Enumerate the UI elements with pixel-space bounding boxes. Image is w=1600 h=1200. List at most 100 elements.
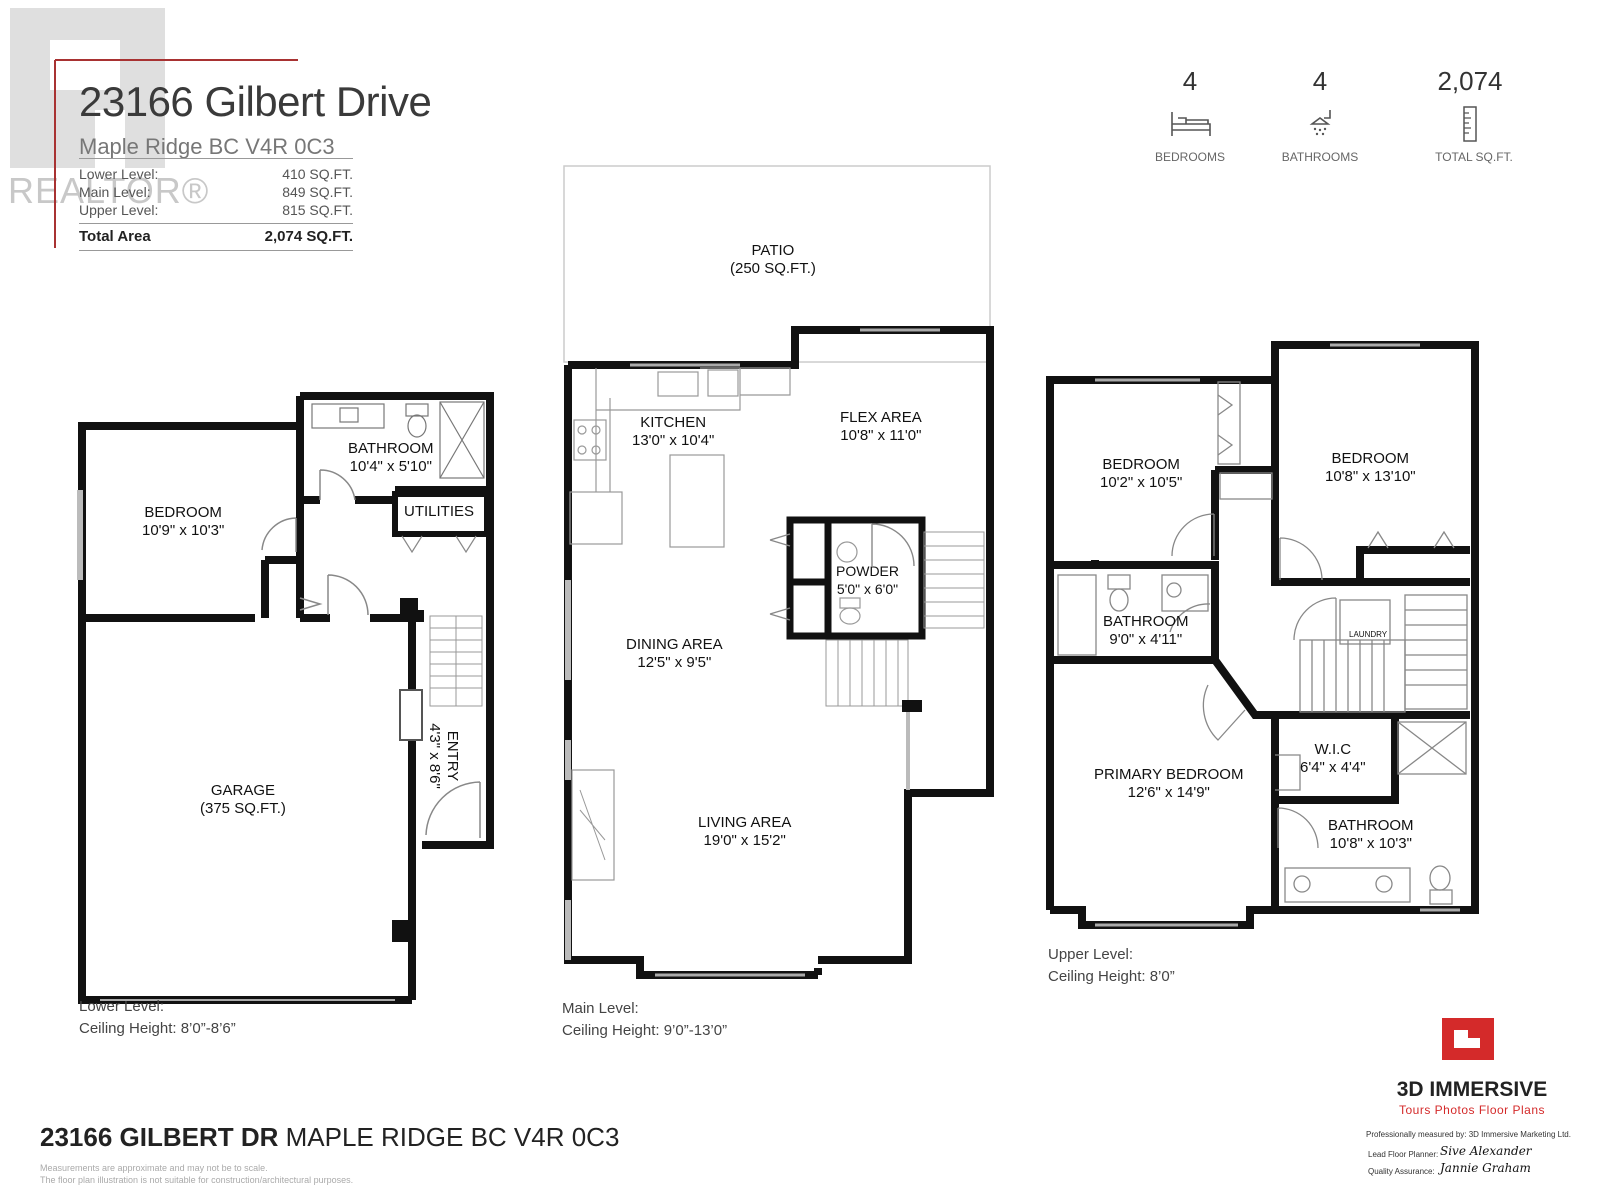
footer-address: 23166 GILBERT DR MAPLE RIDGE BC V4R 0C3 bbox=[40, 1122, 619, 1153]
room-lower-entry: ENTRY 4'3" x 8'6" bbox=[425, 723, 461, 789]
lead-planner-signature: Sive Alexander bbox=[1440, 1144, 1532, 1158]
brand-logo-icon bbox=[1442, 1018, 1494, 1060]
area-row-upper: Upper Level: 815 SQ.FT. bbox=[79, 202, 353, 218]
room-name: PRIMARY BEDROOM bbox=[1094, 766, 1244, 783]
room-lower-garage: GARAGE (375 SQ.FT.) bbox=[200, 782, 286, 818]
room-dim: (375 SQ.FT.) bbox=[200, 800, 286, 817]
room-main-powder: POWDER 5'0" x 6'0" bbox=[836, 562, 899, 598]
bed-icon bbox=[1171, 112, 1211, 136]
qa-signature: Jannie Graham bbox=[1440, 1161, 1531, 1175]
level-name: Upper Level: bbox=[1048, 946, 1134, 963]
area-value: 815 SQ.FT. bbox=[282, 202, 353, 218]
stat-bathrooms-value: 4 bbox=[1312, 66, 1328, 96]
room-upper-bathroom-1: BATHROOM 9'0" x 4'11" bbox=[1103, 613, 1189, 649]
room-dim: 10'2" x 10'5" bbox=[1100, 474, 1183, 491]
stat-sqft-value: 2,074 bbox=[1437, 66, 1503, 96]
room-dim: 10'8" x 13'10" bbox=[1325, 468, 1416, 485]
room-upper-laundry: LAUNDRY bbox=[1349, 630, 1387, 640]
stat-bathrooms-label: BATHROOMS bbox=[1281, 150, 1359, 164]
title-accent-frame bbox=[54, 59, 298, 248]
area-row-main: Main Level: 849 SQ.FT. bbox=[79, 184, 353, 200]
room-main-kitchen: KITCHEN 13'0" x 10'4" bbox=[632, 414, 714, 450]
stat-bedrooms-value: 4 bbox=[1182, 66, 1198, 96]
room-name: GARAGE bbox=[210, 782, 276, 799]
room-dim: 19'0" x 15'2" bbox=[703, 832, 786, 849]
area-value: 849 SQ.FT. bbox=[282, 184, 353, 200]
room-dim: 10'9" x 10'3" bbox=[142, 522, 225, 539]
divider bbox=[79, 250, 353, 251]
area-value: 410 SQ.FT. bbox=[282, 166, 353, 182]
shower-icon bbox=[1309, 110, 1331, 136]
room-main-patio: PATIO (250 SQ.FT.) bbox=[730, 242, 816, 278]
realtor-watermark: REALTOR® bbox=[8, 170, 210, 211]
footer-address-bold: 23166 GILBERT DR bbox=[40, 1122, 279, 1152]
area-label: Lower Level: bbox=[79, 166, 159, 182]
stat-bedrooms-label: BEDROOMS bbox=[1154, 150, 1225, 164]
room-name: BEDROOM bbox=[1102, 456, 1180, 473]
room-upper-primary-bedroom: PRIMARY BEDROOM 12'6" x 14'9" bbox=[1094, 766, 1243, 802]
area-row-total: Total Area 2,074 SQ.FT. bbox=[79, 228, 353, 245]
stat-sqft-label: TOTAL SQ.FT. bbox=[1435, 150, 1513, 164]
main-level-caption: Main Level: Ceiling Height: 9’0”-13’0” bbox=[562, 998, 727, 1042]
lower-level-caption: Lower Level: Ceiling Height: 8’0”-8’6” bbox=[79, 996, 236, 1040]
area-row-lower: Lower Level: 410 SQ.FT. bbox=[79, 166, 353, 182]
room-name: W.I.C bbox=[1314, 741, 1352, 758]
measured-by: Professionally measured by: 3D Immersive… bbox=[1366, 1130, 1571, 1139]
area-label: Upper Level: bbox=[79, 202, 159, 218]
ruler-icon bbox=[1463, 106, 1477, 142]
room-name: BATHROOM bbox=[1328, 817, 1414, 834]
room-name: BEDROOM bbox=[1331, 450, 1410, 467]
room-dim: 12'5" x 9'5" bbox=[637, 654, 712, 671]
room-lower-bathroom: BATHROOM 10'4" x 5'10" bbox=[348, 440, 434, 476]
room-name: ENTRY bbox=[443, 730, 461, 782]
disclaimer-line: Measurements are approximate and may not… bbox=[40, 1163, 268, 1173]
room-main-flex: FLEX AREA 10'8" x 11'0" bbox=[840, 409, 922, 445]
room-dim: 9'0" x 4'11" bbox=[1109, 631, 1183, 648]
brand-tagline: Tours Photos Floor Plans bbox=[1398, 1103, 1546, 1117]
footer-address-rest: MAPLE RIDGE BC V4R 0C3 bbox=[278, 1122, 620, 1152]
ceiling-height: Ceiling Height: 9’0”-13’0” bbox=[562, 1022, 728, 1039]
room-lower-bedroom: BEDROOM 10'9" x 10'3" bbox=[142, 504, 224, 540]
room-name: KITCHEN bbox=[640, 414, 707, 431]
room-name: BEDROOM bbox=[144, 504, 222, 521]
room-main-dining: DINING AREA 12'5" x 9'5" bbox=[626, 636, 723, 672]
room-upper-bedroom-1: BEDROOM 10'2" x 10'5" bbox=[1100, 456, 1182, 492]
room-name: LAUNDRY bbox=[1349, 630, 1388, 639]
room-upper-wic: W.I.C 6'4" x 4'4" bbox=[1300, 741, 1366, 777]
realtor-logo bbox=[10, 8, 165, 168]
level-name: Main Level: bbox=[562, 1000, 639, 1017]
room-upper-bathroom-2: BATHROOM 10'8" x 10'3" bbox=[1328, 817, 1414, 853]
room-name: UTILITIES bbox=[404, 503, 475, 520]
address-subtitle: Maple Ridge BC V4R 0C3 bbox=[79, 134, 335, 159]
room-dim: 4'3" x 8'6" bbox=[425, 723, 443, 789]
room-dim: 12'6" x 14'9" bbox=[1127, 784, 1210, 801]
area-total-label: Total Area bbox=[79, 228, 151, 245]
area-total-value: 2,074 SQ.FT. bbox=[264, 228, 353, 245]
room-name: POWDER bbox=[836, 563, 899, 579]
room-dim: (250 SQ.FT.) bbox=[730, 260, 816, 277]
room-dim: 6'4" x 4'4" bbox=[1300, 759, 1366, 776]
area-label: Main Level: bbox=[79, 184, 151, 200]
room-name: BATHROOM bbox=[1103, 613, 1189, 630]
page-title: 23166 Gilbert Drive bbox=[79, 78, 432, 125]
level-name: Lower Level: bbox=[79, 998, 165, 1015]
lead-planner-label: Lead Floor Planner: bbox=[1368, 1150, 1439, 1159]
room-dim: 10'8" x 10'3" bbox=[1329, 835, 1412, 852]
qa-label: Quality Assurance: bbox=[1368, 1167, 1435, 1176]
room-dim: 10'4" x 5'10" bbox=[349, 458, 432, 475]
ceiling-height: Ceiling Height: 8’0” bbox=[1048, 968, 1175, 985]
room-dim: 5'0" x 6'0" bbox=[836, 581, 899, 597]
room-dim: 10'8" x 11'0" bbox=[840, 427, 922, 444]
room-name: BATHROOM bbox=[348, 440, 434, 457]
disclaimer-line: The floor plan illustration is not suita… bbox=[40, 1175, 354, 1185]
room-name: DINING AREA bbox=[626, 636, 723, 653]
room-main-living: LIVING AREA 19'0" x 15'2" bbox=[698, 814, 791, 850]
room-name: PATIO bbox=[751, 242, 795, 259]
room-upper-bedroom-2: BEDROOM 10'8" x 13'10" bbox=[1325, 450, 1416, 486]
ceiling-height: Ceiling Height: 8’0”-8’6” bbox=[79, 1020, 236, 1037]
upper-level-caption: Upper Level: Ceiling Height: 8’0” bbox=[1048, 944, 1175, 988]
brand-name: 3D IMMERSIVE bbox=[1396, 1078, 1548, 1101]
